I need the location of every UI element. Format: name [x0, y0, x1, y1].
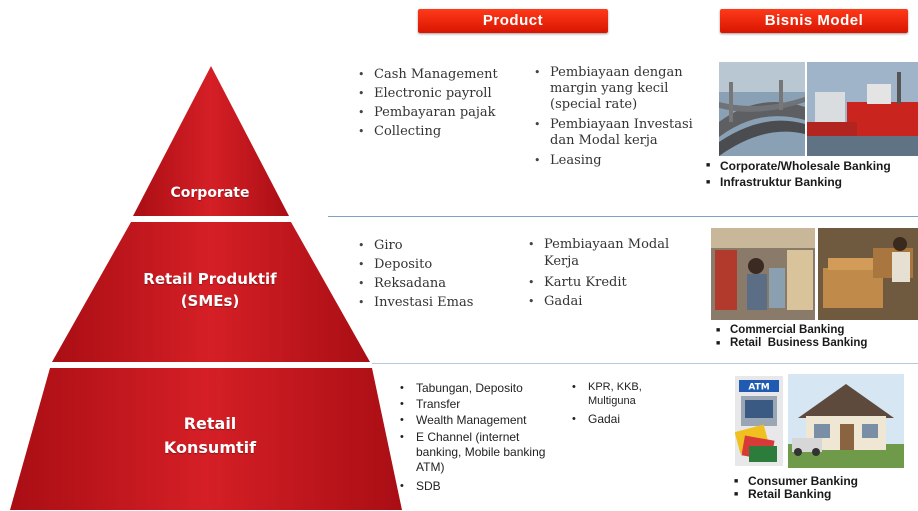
tier-label-corporate: Corporate [170, 185, 250, 201]
corporate-products-left: Cash Management Electronic payroll Pemba… [356, 65, 516, 141]
smes-business-models: Commercial Banking Retail Business Banki… [716, 324, 916, 350]
list-item: Transfer [398, 396, 568, 412]
konsumtif-business-models: Consumer Banking Retail Banking [734, 475, 914, 502]
pyramid-tier-corporate [133, 66, 289, 216]
list-item: Leasing [532, 153, 702, 169]
list-item: Retail Business Banking [716, 337, 916, 350]
photo-workshop [818, 228, 918, 320]
list-item: Infrastruktur Banking [706, 175, 896, 190]
list-item: Electronic payroll [356, 84, 516, 103]
pyramid-tier-konsumtif [10, 368, 402, 510]
smes-products-left: Giro Deposito Reksadana Investasi Emas [356, 236, 516, 312]
corporate-business-models: Corporate/Wholesale Banking Infrastruktu… [706, 160, 896, 190]
list-item: KPR, KKB, Multiguna [570, 380, 680, 408]
konsumtif-products-left: Tabungan, Deposito Transfer Wealth Manag… [398, 380, 568, 494]
corporate-products-right: Pembiayaan dengan margin yang kecil (spe… [532, 65, 702, 169]
list-item: Retail Banking [734, 488, 914, 502]
konsumtif-products-right: KPR, KKB, Multiguna Gadai [570, 380, 680, 427]
list-item: Pembiayaan Investasi dan Modal kerja [532, 117, 702, 149]
divider-middle [372, 363, 918, 364]
list-item: Gadai [570, 411, 680, 427]
photo-highway [719, 62, 805, 156]
list-item: Pembiayaan dengan margin yang kecil (spe… [532, 65, 702, 113]
list-item: Deposito [356, 255, 516, 274]
photo-shop [711, 228, 815, 320]
list-item: Commercial Banking [716, 324, 916, 337]
smes-products-right: Pembiayaan Modal Kerja Kartu Kredit Gada… [526, 236, 696, 311]
list-item: Cash Management [356, 65, 516, 84]
list-item: Investasi Emas [356, 293, 516, 312]
atm-sign-label: ATM [748, 383, 769, 393]
photo-atm: ATM [735, 376, 783, 466]
list-item: E Channel (internet banking, Mobile bank… [398, 430, 568, 475]
list-item: Consumer Banking [734, 475, 914, 489]
list-item: Pembayaran pajak [356, 103, 516, 122]
product-header: Product [418, 9, 608, 33]
list-item: Collecting [356, 122, 516, 141]
list-item: Corporate/Wholesale Banking [706, 160, 896, 172]
bisnis-model-header: Bisnis Model [720, 9, 908, 33]
list-item: Gadai [526, 292, 696, 311]
tier-label-konsumtif-line2: Konsumtif [163, 438, 257, 457]
tier-label-smes-line2: (SMEs) [180, 292, 240, 310]
list-item: Reksadana [356, 274, 516, 293]
list-item: Giro [356, 236, 516, 255]
tier-label-smes-line1: Retail Produktif [143, 270, 277, 288]
photo-house [788, 374, 904, 468]
list-item: Tabungan, Deposito [398, 380, 568, 396]
list-item: Wealth Management [398, 412, 568, 428]
list-item: Pembiayaan Modal Kerja [526, 236, 696, 270]
list-item: Kartu Kredit [526, 273, 696, 292]
divider-top [328, 216, 918, 217]
photo-ship [807, 62, 918, 156]
pyramid [10, 66, 402, 510]
pyramid-tier-smes [52, 222, 370, 362]
tier-label-konsumtif-line1: Retail [183, 414, 237, 433]
list-item: SDB [398, 478, 568, 494]
